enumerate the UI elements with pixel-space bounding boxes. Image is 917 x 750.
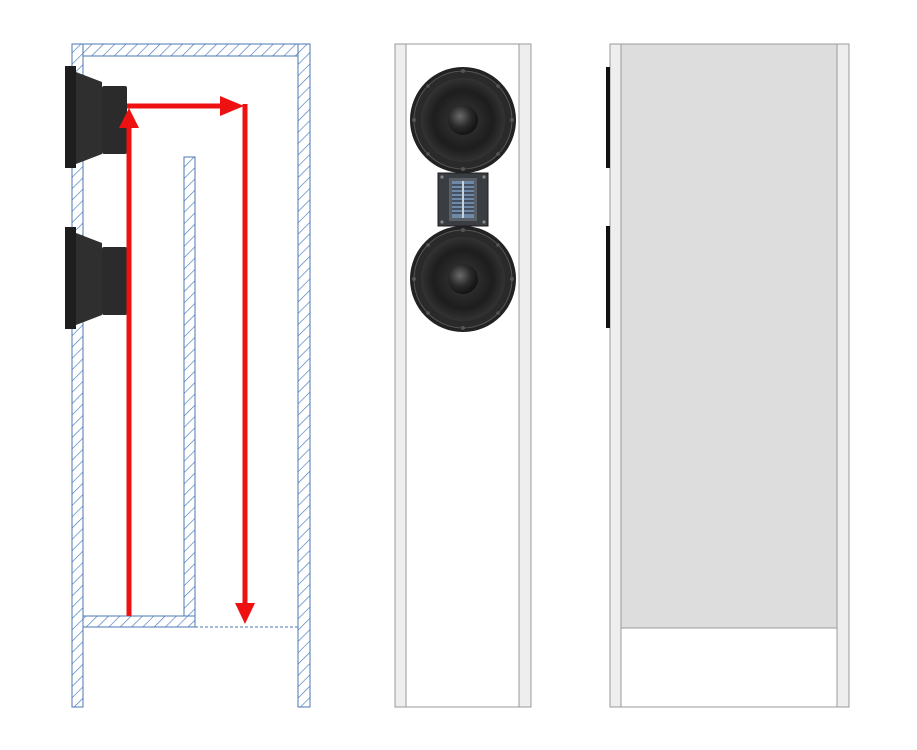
upper-woofer xyxy=(410,67,516,173)
lower-driver-profile xyxy=(65,227,127,329)
side-rear-edge xyxy=(836,43,850,708)
ribbon-tweeter xyxy=(437,172,489,227)
section-view xyxy=(65,43,311,708)
upper-driver-flange-edge xyxy=(606,67,610,168)
upper-driver-profile xyxy=(65,66,127,168)
internal-divider-hatched xyxy=(183,156,196,628)
bottom-shelf-hatched xyxy=(82,615,196,628)
airflow-path xyxy=(119,96,255,624)
side-front-edge xyxy=(609,43,622,708)
lower-driver-flange-edge xyxy=(606,226,610,328)
top-panel-hatched xyxy=(71,43,311,57)
front-baffle-hatched xyxy=(71,43,84,708)
front-right-edge-strip xyxy=(518,43,532,708)
lower-woofer xyxy=(410,226,516,332)
rear-wall-hatched xyxy=(297,43,311,708)
side-view xyxy=(606,43,850,708)
front-view xyxy=(394,43,532,708)
front-left-edge-strip xyxy=(394,43,407,708)
side-panel-fill xyxy=(620,43,838,629)
